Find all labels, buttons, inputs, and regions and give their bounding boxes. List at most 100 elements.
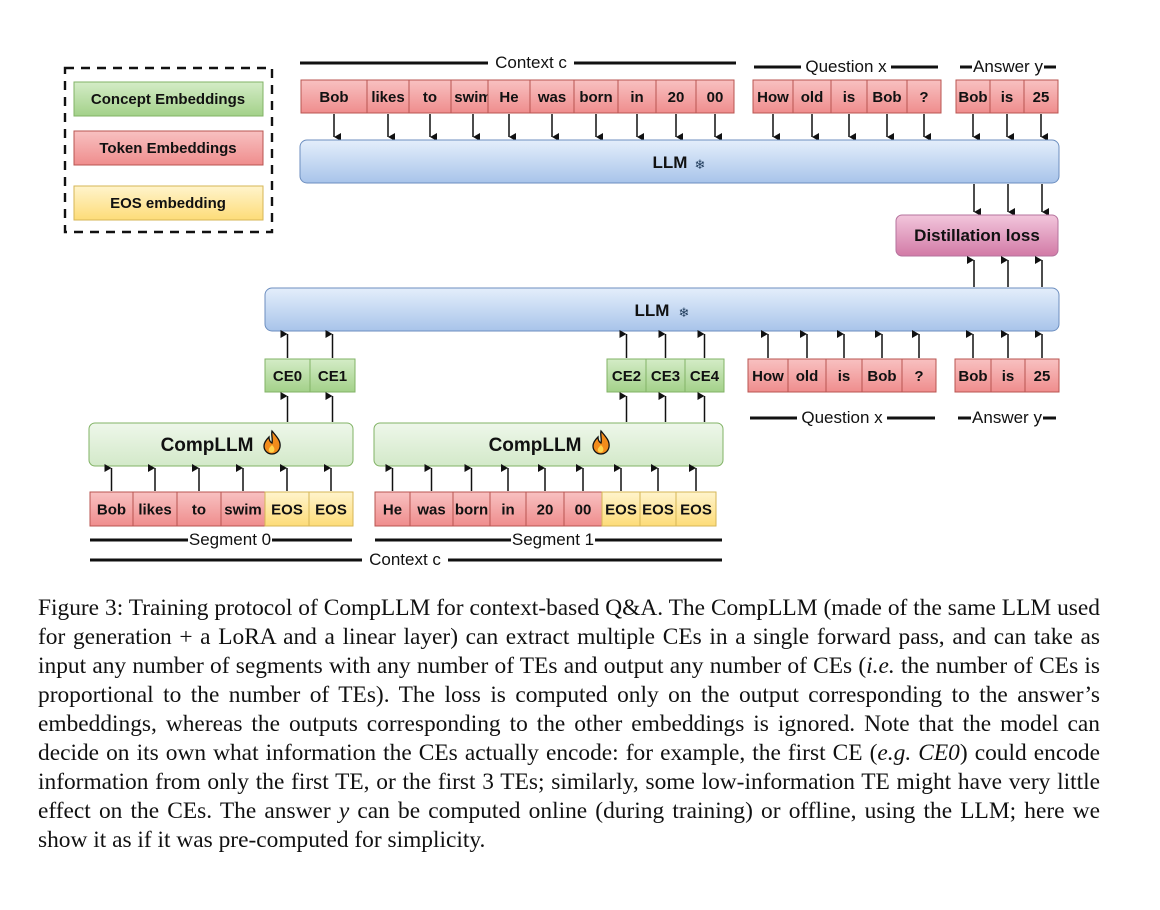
llm-to-loss-arrows xyxy=(973,184,1049,216)
segment1-cell: EOS xyxy=(601,464,641,527)
bottom-answer-token: Bob xyxy=(958,368,987,385)
top-answer-token: is xyxy=(1001,89,1014,106)
bottom-question-token: ? xyxy=(914,368,923,385)
segment1-bracket: Segment 1 xyxy=(375,529,722,549)
top-context-2-cell: He xyxy=(487,79,531,141)
segment0-cell: Bob xyxy=(89,464,134,527)
bottom-question-token: is xyxy=(838,368,851,385)
diagram-svg: Concept Embeddings Token Embeddings EOS … xyxy=(63,52,1060,569)
top-question-label: Question x xyxy=(805,57,887,76)
legend-concept: Concept Embeddings xyxy=(73,81,264,117)
bottom-question-token: old xyxy=(796,368,819,385)
bottom-question-token: Bob xyxy=(867,368,896,385)
segment1-cell: born xyxy=(452,464,491,527)
bottom-answer-cell: Bob xyxy=(954,330,992,393)
ce-group-1-token: CE0 xyxy=(273,368,302,385)
segment1-token: EOS xyxy=(642,502,674,519)
segment0-token: swim xyxy=(224,502,262,519)
bottom-question-label: Question x xyxy=(801,408,883,427)
top-question-cell: ? xyxy=(906,79,942,141)
caption-part-1: Figure 3: Training protocol of CompLLM f… xyxy=(38,595,1100,679)
complm-1: CompLLM xyxy=(373,422,724,467)
segment1-token: EOS xyxy=(680,502,712,519)
ce-group-2-cell: CE3 xyxy=(645,330,686,422)
top-context-2-cell: was xyxy=(529,79,575,141)
top-context-2-cell: born xyxy=(573,79,619,141)
complm-0-label: CompLLM xyxy=(161,435,254,456)
flame-icon xyxy=(592,429,610,455)
bottom-answer-cell: is xyxy=(990,330,1026,393)
segment0-bracket: Segment 0 xyxy=(90,529,352,549)
legend-eos: EOS embedding xyxy=(73,185,264,221)
top-context-label: Context c xyxy=(495,53,567,72)
ce-group-2-cell: CE4 xyxy=(684,330,725,422)
top-context-2-token: He xyxy=(499,89,518,106)
top-llm: LLM ❄ xyxy=(299,139,1060,184)
caption-part-3: ) could encode information from only the… xyxy=(38,740,1100,824)
top-answer-cell: 25 xyxy=(1023,79,1059,141)
top-answer-token: Bob xyxy=(958,89,987,106)
caption-part-4: can be computed online (during training)… xyxy=(38,798,1100,853)
caption-part-2: the number of CEs is proportional to the… xyxy=(38,653,1101,766)
top-context-2-token: 20 xyxy=(668,89,685,106)
top-llm-label: LLM xyxy=(653,153,688,172)
top-context-2-cell: 20 xyxy=(655,79,697,141)
segment1-label: Segment 1 xyxy=(512,530,594,549)
top-context-1-token: swim xyxy=(454,89,492,106)
top-answer-cell: is xyxy=(989,79,1025,141)
complm-0: CompLLM xyxy=(88,422,354,467)
segment1-cell: EOS xyxy=(639,464,677,527)
segment1-token: born xyxy=(455,502,488,519)
top-answer-label: Answer y xyxy=(973,57,1043,76)
top-context-2-cell: 00 xyxy=(695,79,735,141)
top-question-cell: old xyxy=(792,79,832,141)
top-question-token: old xyxy=(801,89,824,106)
ce-group-2-token: CE4 xyxy=(690,368,720,385)
segment1-token: He xyxy=(383,502,402,519)
top-context-2-token: 00 xyxy=(707,89,724,106)
top-question-token: How xyxy=(757,89,789,106)
segment0-label: Segment 0 xyxy=(189,530,271,549)
segment0-cell: likes xyxy=(132,464,178,527)
segment0-cell: to xyxy=(176,464,222,527)
bottom-answer-token: is xyxy=(1002,368,1015,385)
distillation-loss: Distillation loss xyxy=(895,214,1059,257)
snowflake-icon: ❄ xyxy=(695,158,706,173)
segment1-cell: He xyxy=(374,464,411,527)
snowflake-icon: ❄ xyxy=(679,306,690,321)
top-question-token: is xyxy=(843,89,856,106)
segment0-cell: EOS xyxy=(308,464,354,527)
bottom-question-bracket: Question x xyxy=(750,407,935,427)
bottom-question-token: How xyxy=(752,368,784,385)
segment1-cell: was xyxy=(409,464,454,527)
bottom-question-cell: is xyxy=(825,330,863,393)
legend-eos-label: EOS embedding xyxy=(110,195,226,212)
bottom-question-cell: Bob xyxy=(861,330,903,393)
segment0-token: likes xyxy=(138,502,171,519)
top-answer-token: 25 xyxy=(1033,89,1050,106)
bottom-answer-token: 25 xyxy=(1034,368,1051,385)
ce-group-2-token: CE3 xyxy=(651,368,680,385)
segment0-token: Bob xyxy=(97,502,126,519)
top-context-2-cell: in xyxy=(617,79,657,141)
caption-y: y xyxy=(338,798,350,824)
segment1-token: EOS xyxy=(605,502,637,519)
diagram: Concept Embeddings Token Embeddings EOS … xyxy=(63,52,1060,569)
caption-ie: i.e. xyxy=(866,653,895,679)
top-context-1-token: to xyxy=(423,89,437,106)
top-context-1-cell: likes xyxy=(366,79,410,141)
top-context-1-cell: to xyxy=(408,79,452,141)
bottom-answer-bracket: Answer y xyxy=(958,407,1056,427)
segment1-token: 20 xyxy=(537,502,554,519)
segment1-cell: 20 xyxy=(525,464,565,527)
